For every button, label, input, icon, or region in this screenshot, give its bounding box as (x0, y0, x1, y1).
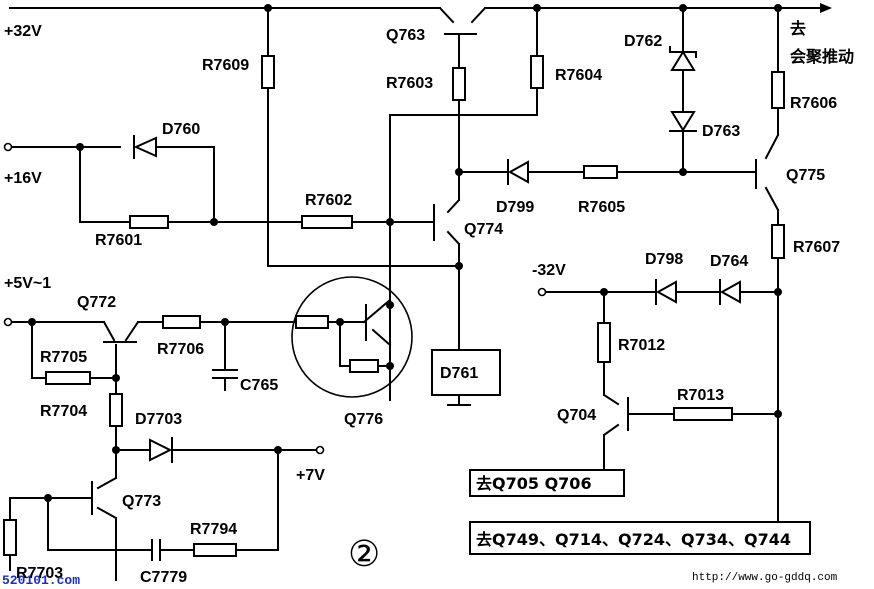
figure-number: ② (348, 534, 380, 575)
label-d799: D799 (496, 199, 534, 216)
terminal-7v (315, 445, 325, 455)
wires (9, 6, 821, 581)
label-q773: Q773 (122, 493, 161, 510)
transistor-bars (91, 33, 757, 515)
label-r7705: R7705 (40, 349, 87, 366)
resistor-r7794 (193, 543, 237, 557)
resistor-r7012 (597, 322, 611, 363)
q776-highlight-circle (291, 276, 413, 398)
resistor-r7601 (129, 215, 169, 229)
label-r7601: R7601 (95, 232, 142, 249)
resistor-r7602 (301, 215, 353, 229)
rail-label-p7: +7V (296, 467, 325, 484)
label-r7602: R7602 (305, 192, 352, 209)
resistor-r7706 (162, 315, 201, 329)
destination-box-q705: 去Q705 Q706 (469, 469, 625, 497)
diode-d7703 (149, 437, 173, 463)
capacitor-c7779 (151, 539, 161, 561)
resistor-q776-base (295, 315, 329, 329)
diode-d764 (719, 279, 741, 305)
destination-box-q749: 去Q749、Q714、Q724、Q734、Q744 (469, 521, 811, 555)
label-r7706: R7706 (157, 341, 204, 358)
terminals (3, 142, 547, 455)
label-c7779: C7779 (140, 569, 187, 586)
label-r7012: R7012 (618, 337, 665, 354)
label-q774: Q774 (464, 221, 503, 238)
diode-d799 (507, 159, 529, 185)
label-d764: D764 (710, 253, 748, 270)
resistor-r7604 (530, 55, 544, 89)
resistor-q776-emitter (349, 359, 379, 373)
watermark-right: http://www.go-gddq.com (692, 572, 838, 584)
rail-label-m32: -32V (532, 262, 566, 279)
diode-d762 (669, 46, 697, 71)
resistor-r7703 (3, 519, 17, 556)
label-r7794: R7794 (190, 521, 237, 538)
destination-label-q749: 去Q749、Q714、Q724、Q734、Q744 (476, 530, 791, 549)
label-d762: D762 (624, 33, 662, 50)
label-q775: Q775 (786, 167, 825, 184)
label-r7605: R7605 (578, 199, 625, 216)
rail-label-p16: +16V (4, 170, 42, 187)
diodes (133, 46, 741, 463)
label-r7609: R7609 (202, 57, 249, 74)
label-r7604: R7604 (555, 67, 602, 84)
label-r7607: R7607 (793, 239, 840, 256)
label-r7603: R7603 (386, 75, 433, 92)
resistor-r7013 (673, 407, 733, 421)
capacitor-c765 (212, 369, 238, 379)
label-r7703: R7703 (16, 565, 63, 582)
output-label-qu: 去 (790, 19, 806, 38)
label-d760: D760 (162, 121, 200, 138)
resistor-r7705 (45, 371, 91, 385)
terminal-m32v (537, 287, 547, 297)
junction-dots (28, 4, 782, 502)
resistor-r7605 (583, 165, 618, 179)
output-arrow-icon (820, 3, 832, 13)
terminal-16v (3, 142, 13, 152)
diode-d760 (133, 135, 157, 159)
label-r7704: R7704 (40, 403, 87, 420)
rail-label-p5: +5V~1 (4, 275, 51, 292)
diode-d763 (669, 111, 697, 132)
label-d761: D761 (440, 365, 478, 382)
d761-box (431, 349, 501, 396)
label-q763: Q763 (386, 27, 425, 44)
label-c765: C765 (240, 377, 278, 394)
diode-d798 (655, 279, 719, 305)
label-q776: Q776 (344, 411, 383, 428)
resistor-r7609 (261, 55, 275, 89)
resistor-r7607 (771, 224, 785, 259)
resistor-r7606 (771, 71, 785, 109)
destination-label-q705: 去Q705 Q706 (476, 474, 592, 493)
label-d798: D798 (645, 251, 683, 268)
label-d763: D763 (702, 123, 740, 140)
output-label-dest: 会聚推动 (790, 47, 854, 66)
watermark-left: 520101.com (2, 573, 80, 588)
label-d7703: D7703 (135, 411, 182, 428)
capacitors (151, 369, 238, 561)
resistor-r7704 (109, 393, 123, 427)
labels: +32V +16V +5V~1 +7V -32V 去 会聚推动 Q763 Q77… (2, 19, 854, 588)
label-r7606: R7606 (790, 95, 837, 112)
rail-label-p32: +32V (4, 23, 42, 40)
label-r7013: R7013 (677, 387, 724, 404)
label-q772: Q772 (77, 294, 116, 311)
resistors (3, 55, 785, 557)
terminal-5v (3, 317, 13, 327)
resistor-r7603 (452, 67, 466, 101)
label-q704: Q704 (557, 407, 596, 424)
